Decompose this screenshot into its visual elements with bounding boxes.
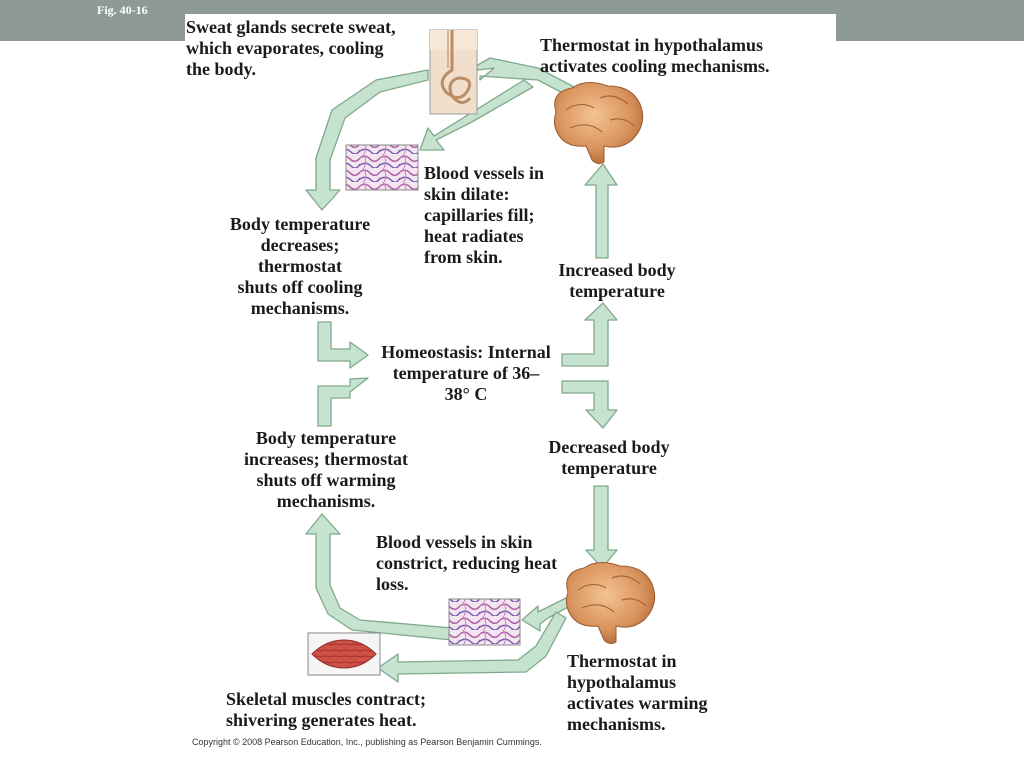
arrows (305, 57, 618, 683)
increased-temp-label: Increased body temperature (558, 260, 676, 301)
arrow-decreased-to-brain (585, 485, 618, 569)
figure-label: Fig. 40-16 (97, 3, 148, 17)
arrow-brain-to-muscle (377, 611, 567, 683)
homeostasis-label: Homeostasis: Internal temperature of 36–… (381, 342, 551, 404)
constricted-vessels-image (448, 598, 521, 646)
temp-increases-label: Body temperature increases; thermostat s… (243, 428, 409, 511)
arrow-brain-to-sweat (475, 57, 577, 99)
arrow-homeo-to-increase (561, 302, 618, 367)
arrow-increase-to-brain (584, 163, 618, 259)
shivering-label: Skeletal muscles contract; shivering gen… (226, 689, 426, 730)
arrow-muscle-to-increase (305, 513, 453, 641)
thermostat-warming-label: Thermostat in hypothalamus activates war… (567, 651, 708, 734)
vessels-dilate-label: Blood vessels in skin dilate: capillarie… (424, 163, 545, 267)
arrow-homeo-to-decreased (561, 380, 618, 429)
decreased-temp-label: Decreased body temperature (548, 437, 670, 478)
temp-decreases-label: Body temperature decreases; thermostat s… (229, 214, 371, 318)
sweat-gland-image (429, 29, 478, 115)
arrow-increase-to-homeo (317, 377, 369, 427)
brain-top-image (553, 82, 644, 165)
copyright-text: Copyright © 2008 Pearson Education, Inc.… (192, 737, 542, 747)
skeletal-muscle-image (307, 632, 381, 676)
thermostat-cooling-label: Thermostat in hypothalamus activates coo… (540, 35, 770, 76)
brain-bottom-image (565, 562, 656, 645)
sweat-glands-label: Sweat glands secrete sweat, which evapor… (186, 17, 396, 79)
dilated-vessels-image (345, 144, 419, 191)
arrow-decrease-to-homeo (317, 321, 369, 369)
arrow-sweat-to-decrease (305, 69, 429, 211)
arrow-brain-to-vessels (419, 79, 534, 151)
vessels-constrict-label: Blood vessels in skin constrict, reducin… (376, 532, 558, 594)
arrow-brain-to-constrict (521, 597, 571, 632)
